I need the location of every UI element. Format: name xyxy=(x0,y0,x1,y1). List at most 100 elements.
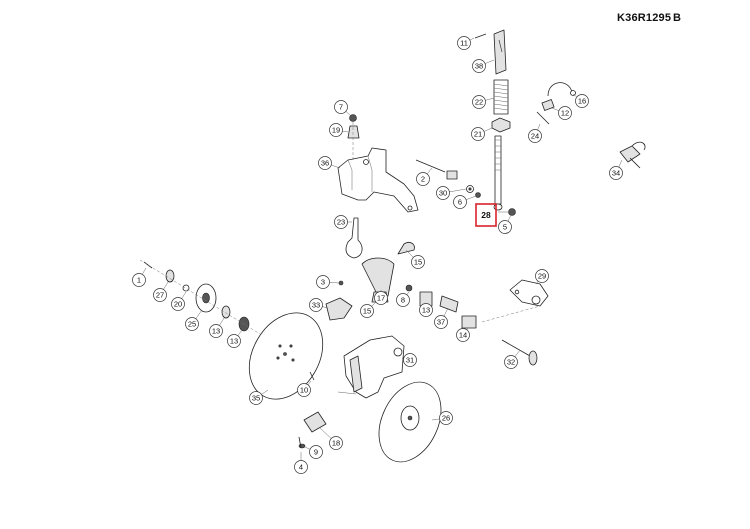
callout-label-c28[interactable]: 28 xyxy=(481,210,491,220)
callout-circle-c13b xyxy=(209,324,223,338)
part-bolt-2[interactable] xyxy=(415,159,446,173)
part-bolt-1[interactable] xyxy=(143,261,153,269)
part-disc-35[interactable] xyxy=(234,300,337,413)
clip-pin-assembly xyxy=(536,82,576,125)
callout-label-c13a[interactable]: 13 xyxy=(422,306,430,315)
part-washer-20[interactable] xyxy=(182,284,190,292)
part-nut-5[interactable] xyxy=(508,208,516,216)
part-nut-9[interactable] xyxy=(298,443,306,449)
callout-label-c9[interactable]: 9 xyxy=(314,448,318,457)
part-bearing-13b[interactable] xyxy=(221,305,231,319)
part-pin-24[interactable] xyxy=(536,111,550,125)
callout-circle-c24 xyxy=(528,129,542,143)
part-bracket-36[interactable] xyxy=(337,147,419,213)
callout-label-c16[interactable]: 16 xyxy=(578,97,586,106)
part-bracket-29[interactable] xyxy=(509,279,549,307)
callout-circle-c15a xyxy=(411,255,425,269)
callout-circle-c2 xyxy=(416,172,430,186)
callout-circle-c7 xyxy=(334,100,348,114)
callout-label-c34[interactable]: 34 xyxy=(612,169,620,178)
callout-circle-c29 xyxy=(535,269,549,283)
callout-label-c12[interactable]: 12 xyxy=(561,109,569,118)
callout-label-c13b[interactable]: 13 xyxy=(212,327,220,336)
callout-label-c8[interactable]: 8 xyxy=(401,296,405,305)
callout-circle-c3 xyxy=(316,275,330,289)
callout-label-c5a[interactable]: 5 xyxy=(503,223,507,232)
callout-label-c37[interactable]: 37 xyxy=(437,318,445,327)
callout-label-c7[interactable]: 7 xyxy=(339,103,343,112)
part-spacer-2[interactable] xyxy=(446,170,458,180)
callout-label-c13c[interactable]: 13 xyxy=(230,337,238,346)
part-block-21[interactable] xyxy=(491,117,511,133)
callout-label-c1[interactable]: 1 xyxy=(137,276,141,285)
callout-label-c35[interactable]: 35 xyxy=(252,394,260,403)
part-collar-15a[interactable] xyxy=(397,242,415,255)
callout-label-c19[interactable]: 19 xyxy=(332,126,340,135)
part-nut-7[interactable] xyxy=(349,114,357,122)
callout-circle-c5a xyxy=(498,220,512,234)
callout-label-c6[interactable]: 6 xyxy=(458,198,462,207)
callout-label-c11[interactable]: 11 xyxy=(460,39,468,48)
part-bushing-14[interactable] xyxy=(461,315,477,329)
callout-label-c10[interactable]: 10 xyxy=(300,386,308,395)
callout-circle-c13a xyxy=(419,303,433,317)
callout-label-c23[interactable]: 23 xyxy=(337,218,345,227)
callout-label-c4[interactable]: 4 xyxy=(299,463,303,472)
part-seal-27[interactable] xyxy=(165,269,175,283)
callout-circle-c26 xyxy=(439,411,453,425)
callout-circle-c14 xyxy=(456,328,470,342)
part-bushing-19[interactable] xyxy=(347,125,360,139)
part-bolt-32[interactable] xyxy=(501,339,538,366)
callout-label-c18[interactable]: 18 xyxy=(332,439,340,448)
part-hub-25[interactable] xyxy=(195,283,217,313)
part-linch-pin-34[interactable] xyxy=(619,141,646,169)
callout-label-c20[interactable]: 20 xyxy=(174,300,182,309)
part-pin-11[interactable] xyxy=(474,33,487,39)
callout-label-c29[interactable]: 29 xyxy=(538,272,546,281)
callout-label-c3[interactable]: 3 xyxy=(321,278,325,287)
callout-label-c38[interactable]: 38 xyxy=(475,62,483,71)
part-arm-23[interactable] xyxy=(345,217,363,259)
callout-label-c14[interactable]: 14 xyxy=(459,331,467,340)
part-pin-10[interactable] xyxy=(309,371,315,381)
part-frame-31[interactable] xyxy=(337,335,405,399)
callout-label-c15b[interactable]: 15 xyxy=(363,307,371,316)
callout-circle-c23 xyxy=(334,215,348,229)
callout-circle-c32 xyxy=(504,355,518,369)
part-tube-17[interactable] xyxy=(361,257,395,297)
callout-label-c30[interactable]: 30 xyxy=(439,189,447,198)
callout-circle-c33 xyxy=(309,298,323,312)
callout-label-c21[interactable]: 21 xyxy=(474,130,482,139)
part-threaded-rod[interactable] xyxy=(493,135,503,211)
callout-circle-c11 xyxy=(457,36,471,50)
part-plate-18[interactable] xyxy=(303,411,327,433)
drawing-revision: B xyxy=(673,12,682,24)
part-clip-12[interactable] xyxy=(541,99,555,111)
callout-label-c26[interactable]: 26 xyxy=(442,414,450,423)
part-hair-pin-16[interactable] xyxy=(547,82,573,97)
part-nut-8[interactable] xyxy=(405,284,413,292)
callout-label-c22[interactable]: 22 xyxy=(475,98,483,107)
callout-circle-c37 xyxy=(434,315,448,329)
callout-label-c33[interactable]: 33 xyxy=(312,301,320,310)
part-bracket-33[interactable] xyxy=(325,297,353,321)
callout-label-c31[interactable]: 31 xyxy=(406,356,414,365)
callout-label-c15a[interactable]: 15 xyxy=(414,258,422,267)
callout-circle-c17 xyxy=(374,291,388,305)
part-bracket-38[interactable] xyxy=(493,29,507,75)
part-bearing-13[interactable] xyxy=(419,291,433,307)
callout-label-c27[interactable]: 27 xyxy=(156,291,164,300)
part-spring-22[interactable] xyxy=(493,79,509,115)
callout-label-c2[interactable]: 2 xyxy=(421,175,425,184)
callout-label-c25[interactable]: 25 xyxy=(188,320,196,329)
callout-label-c17[interactable]: 17 xyxy=(377,294,385,303)
part-disc-26[interactable] xyxy=(367,372,453,472)
part-bolt-4[interactable] xyxy=(298,436,302,449)
part-nut-6[interactable] xyxy=(475,192,481,198)
callout-label-c24[interactable]: 24 xyxy=(531,132,539,141)
callout-label-c36[interactable]: 36 xyxy=(321,159,329,168)
part-nut-3[interactable] xyxy=(338,280,344,286)
part-spacer-37[interactable] xyxy=(439,295,459,313)
callout-label-c32[interactable]: 32 xyxy=(507,358,515,367)
